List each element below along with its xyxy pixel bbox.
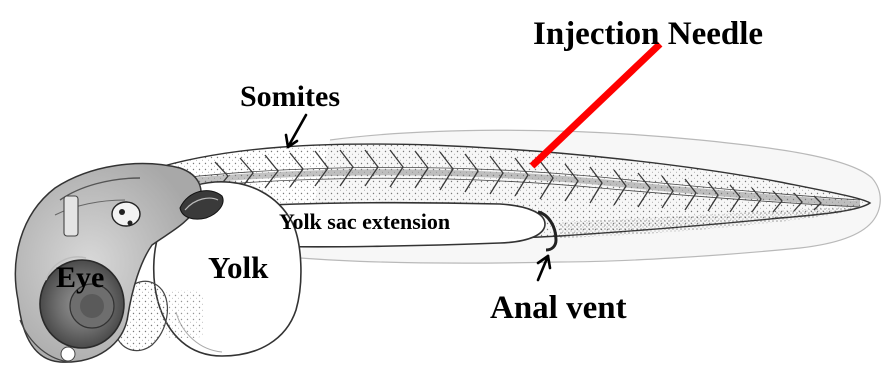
hindbrain-box (64, 196, 78, 236)
eye-label: Eye (56, 261, 104, 294)
otic-vesicle (112, 202, 140, 226)
yolk-sac-extension-label: Yolk sac extension (279, 209, 450, 234)
anal-vent-label: Anal vent (490, 290, 627, 326)
embryo-illustration (15, 130, 880, 362)
injection-needle-label: Injection Needle (533, 16, 763, 52)
yolk-label: Yolk (208, 250, 269, 285)
somites-arrow (286, 115, 306, 147)
somites-label: Somites (240, 80, 340, 113)
